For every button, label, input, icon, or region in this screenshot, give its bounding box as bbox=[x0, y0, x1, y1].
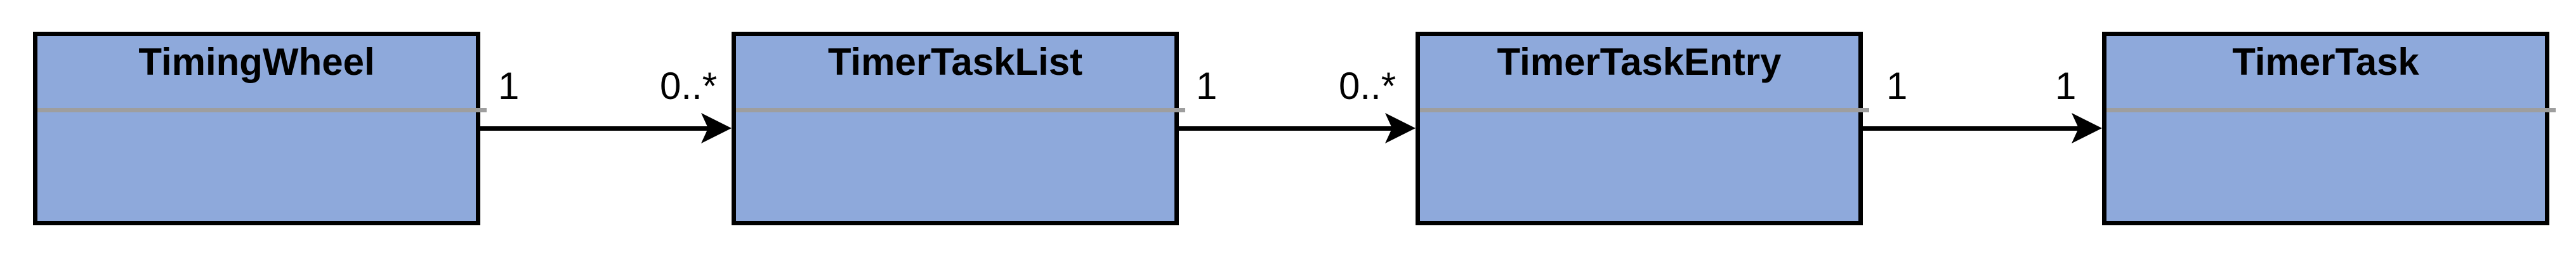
class-box-timer-task-list: TimerTaskList bbox=[732, 32, 1185, 225]
compartment-divider bbox=[2106, 108, 2556, 112]
compartment-divider bbox=[736, 108, 1185, 112]
target-multiplicity-label: 1 bbox=[2055, 65, 2077, 107]
arrowhead-icon bbox=[701, 113, 732, 143]
association-line bbox=[1860, 126, 2097, 131]
class-attributes-compartment bbox=[736, 112, 1174, 221]
source-multiplicity-label: 1 bbox=[498, 65, 520, 107]
arrowhead-icon bbox=[1385, 113, 1416, 143]
class-box-timer-task-entry: TimerTaskEntry bbox=[1416, 32, 1869, 225]
compartment-divider bbox=[37, 108, 487, 112]
class-name: TimerTaskEntry bbox=[1497, 41, 1782, 83]
compartment-divider bbox=[1420, 108, 1869, 112]
class-attributes-compartment bbox=[1420, 112, 1858, 221]
class-attributes-compartment bbox=[37, 112, 476, 221]
class-attributes-compartment bbox=[2106, 112, 2545, 221]
class-name: TimerTask bbox=[2232, 41, 2419, 83]
target-multiplicity-label: 0..* bbox=[1339, 65, 1396, 107]
target-multiplicity-label: 0..* bbox=[660, 65, 718, 107]
arrowhead-icon bbox=[2072, 113, 2102, 143]
class-box-timing-wheel: TimingWheel bbox=[33, 32, 487, 225]
association-line bbox=[478, 126, 726, 131]
class-box-timer-task: TimerTask bbox=[2102, 32, 2556, 225]
source-multiplicity-label: 1 bbox=[1886, 65, 1908, 107]
source-multiplicity-label: 1 bbox=[1196, 65, 1218, 107]
class-name: TimingWheel bbox=[138, 41, 375, 83]
class-name: TimerTaskList bbox=[827, 41, 1083, 83]
association-line bbox=[1176, 126, 1410, 131]
